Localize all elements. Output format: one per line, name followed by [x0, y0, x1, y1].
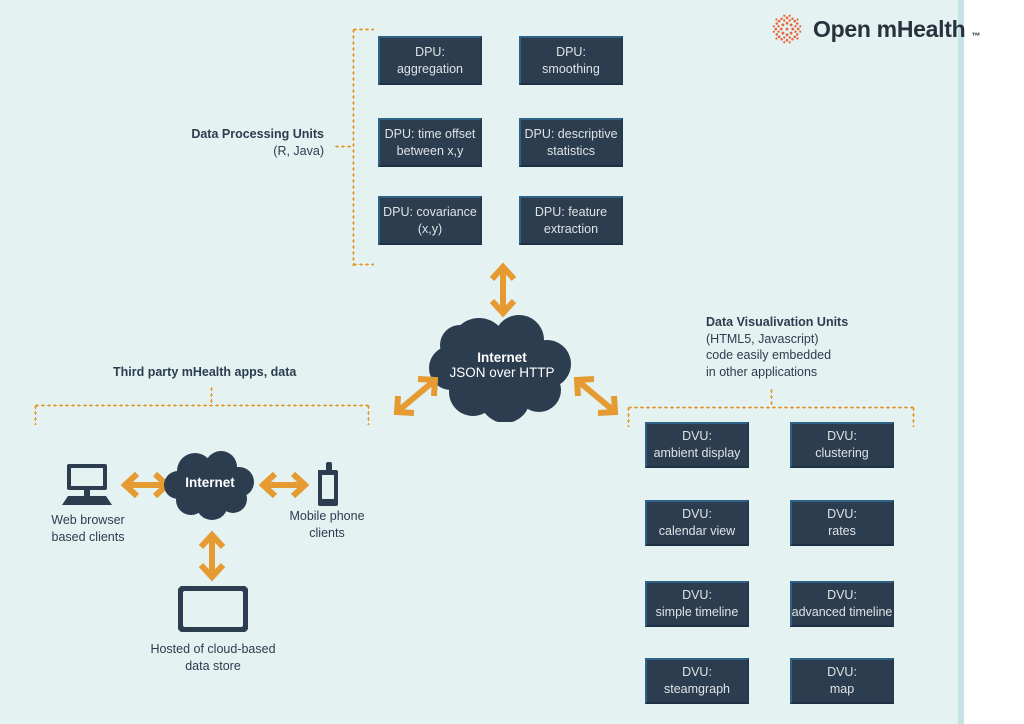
dvu-box-rates[interactable]: DVU: rates — [790, 500, 894, 546]
dvu-box-ambient-display[interactable]: DVU: ambient display — [645, 422, 749, 468]
arrow-internet-to-visualization — [573, 376, 619, 416]
mobile-caption-line2: clients — [309, 525, 345, 540]
dpu-box-line2: statistics — [547, 143, 595, 158]
dpu-box-feature-extraction[interactable]: DPU: feature extraction — [519, 196, 623, 245]
dpu-bracket-stub — [334, 145, 353, 148]
dvu-label-line2: (HTML5, Javascript) — [706, 331, 819, 346]
dpu-box-covariance[interactable]: DPU: covariance (x,y) — [378, 196, 482, 245]
mobile-caption-line1: Mobile phone — [289, 509, 365, 523]
dvu-box-line1: DVU: — [827, 507, 857, 522]
dpu-bracket-tick-bottom — [352, 263, 374, 266]
data-store-icon — [178, 586, 248, 632]
mobile-phone-icon — [318, 462, 338, 506]
dvu-box-advanced-timeline[interactable]: DVU: advanced timeline — [790, 581, 894, 627]
dvu-box-calendar-view[interactable]: DVU: calendar view — [645, 500, 749, 546]
dvu-box-line2: map — [829, 682, 855, 696]
dvu-bracket-tick-left — [627, 406, 630, 427]
datastore-caption-line2: data store — [185, 658, 241, 673]
dvu-box-line1: DVU: — [682, 507, 712, 522]
dpu-box-line1: DPU: — [415, 44, 445, 59]
dvu-box-line2: simple timeline — [655, 605, 739, 619]
third-party-bracket-spine — [34, 404, 370, 407]
dpu-bracket-spine — [352, 28, 355, 266]
cloud-shape-icon — [429, 315, 571, 422]
dpu-box-line1: DPU: time offset — [384, 126, 476, 141]
cloud-data-store-caption: Hosted of cloud-based data store — [128, 641, 298, 675]
web-client-caption-line1: Web browser — [51, 513, 125, 527]
data-visualization-units-label: Data Visualivation Units (HTML5, Javascr… — [706, 314, 936, 380]
dpu-box-line2: aggregation — [396, 61, 464, 76]
dpu-label-sub: (R, Java) — [273, 143, 324, 158]
internet-cloud-third-party: Internet — [162, 448, 258, 520]
dvu-bracket-stub — [770, 388, 773, 407]
arrow-internet-to-datastore — [198, 530, 226, 582]
dpu-box-line2: extraction — [543, 221, 599, 236]
dvu-label-title: Data Visualivation Units — [706, 315, 849, 329]
desktop-monitor-icon — [62, 464, 112, 505]
dvu-box-line1: DVU: — [682, 429, 712, 444]
dpu-label-title: Data Processing Units — [191, 127, 324, 141]
dvu-label-line4: in other applications — [706, 364, 818, 379]
dvu-box-line2: advanced timeline — [791, 605, 893, 619]
dvu-box-map[interactable]: DVU: map — [790, 658, 894, 704]
web-browser-client-caption: Web browser based clients — [20, 512, 156, 546]
dvu-box-line1: DVU: — [827, 588, 857, 603]
dpu-box-line1: DPU: — [556, 44, 586, 59]
arrow-dpu-to-internet — [489, 262, 517, 318]
dvu-box-line2: ambient display — [653, 446, 741, 460]
cloud-data-store[interactable] — [178, 586, 248, 632]
data-processing-units-label: Data Processing Units (R, Java) — [120, 126, 324, 159]
dvu-box-line2: rates — [828, 524, 856, 538]
dpu-box-line1: DPU: descriptive — [524, 126, 618, 141]
dpu-box-line1: DPU: covariance — [383, 204, 477, 219]
web-client-caption-line2: based clients — [51, 529, 125, 544]
dvu-box-line1: DVU: — [682, 588, 712, 603]
dvu-box-line1: DVU: — [682, 665, 712, 680]
third-party-label-title: Third party mHealth apps, data — [113, 365, 297, 379]
datastore-caption-line1: Hosted of cloud-based — [150, 642, 276, 656]
diagram-background-edge — [958, 0, 964, 724]
dvu-box-line2: steamgraph — [663, 682, 730, 696]
internet-cloud-center: Internet JSON over HTTP — [427, 312, 577, 422]
dvu-box-clustering[interactable]: DVU: clustering — [790, 422, 894, 468]
dpu-box-line2: between x,y — [396, 143, 464, 158]
dvu-box-simple-timeline[interactable]: DVU: simple timeline — [645, 581, 749, 627]
open-mhealth-dot-burst-logo-icon — [772, 14, 802, 44]
third-party-bracket-tick-right — [367, 404, 370, 425]
cloud-shape-icon — [164, 451, 254, 520]
logo-trademark: ™ — [971, 31, 981, 41]
dpu-box-descriptive-statistics[interactable]: DPU: descriptive statistics — [519, 118, 623, 167]
dpu-box-aggregation[interactable]: DPU: aggregation — [378, 36, 482, 85]
dpu-box-line1: DPU: feature — [534, 204, 608, 219]
dvu-box-line1: DVU: — [827, 665, 857, 680]
dvu-box-line1: DVU: — [827, 429, 857, 444]
mobile-phone-client-caption: Mobile phone clients — [262, 508, 392, 542]
arrow-internet-to-third-party — [393, 376, 439, 416]
dvu-box-line2: calendar view — [658, 524, 736, 538]
open-mhealth-logo: Open mHealth ™ — [770, 12, 980, 46]
logo-wordmark: Open mHealth — [813, 15, 966, 42]
third-party-bracket-stub — [210, 386, 213, 405]
dvu-box-line2: clustering — [815, 446, 869, 460]
dpu-box-smoothing[interactable]: DPU: smoothing — [519, 36, 623, 85]
dvu-label-line3: code easily embedded — [706, 348, 832, 362]
dvu-box-steamgraph[interactable]: DVU: steamgraph — [645, 658, 749, 704]
third-party-label: Third party mHealth apps, data — [113, 364, 413, 381]
dpu-box-line2: (x,y) — [417, 221, 443, 236]
dvu-bracket-spine — [627, 406, 915, 409]
web-browser-client[interactable] — [60, 462, 116, 510]
dpu-box-line2: smoothing — [542, 61, 600, 76]
mobile-phone-client[interactable] — [314, 462, 340, 506]
dvu-bracket-tick-right — [912, 406, 915, 427]
dpu-box-time-offset[interactable]: DPU: time offset between x,y — [378, 118, 482, 167]
dpu-bracket-tick-top — [352, 28, 374, 31]
arrow-internet-to-mobile-client — [258, 471, 310, 499]
third-party-bracket-tick-left — [34, 404, 37, 425]
